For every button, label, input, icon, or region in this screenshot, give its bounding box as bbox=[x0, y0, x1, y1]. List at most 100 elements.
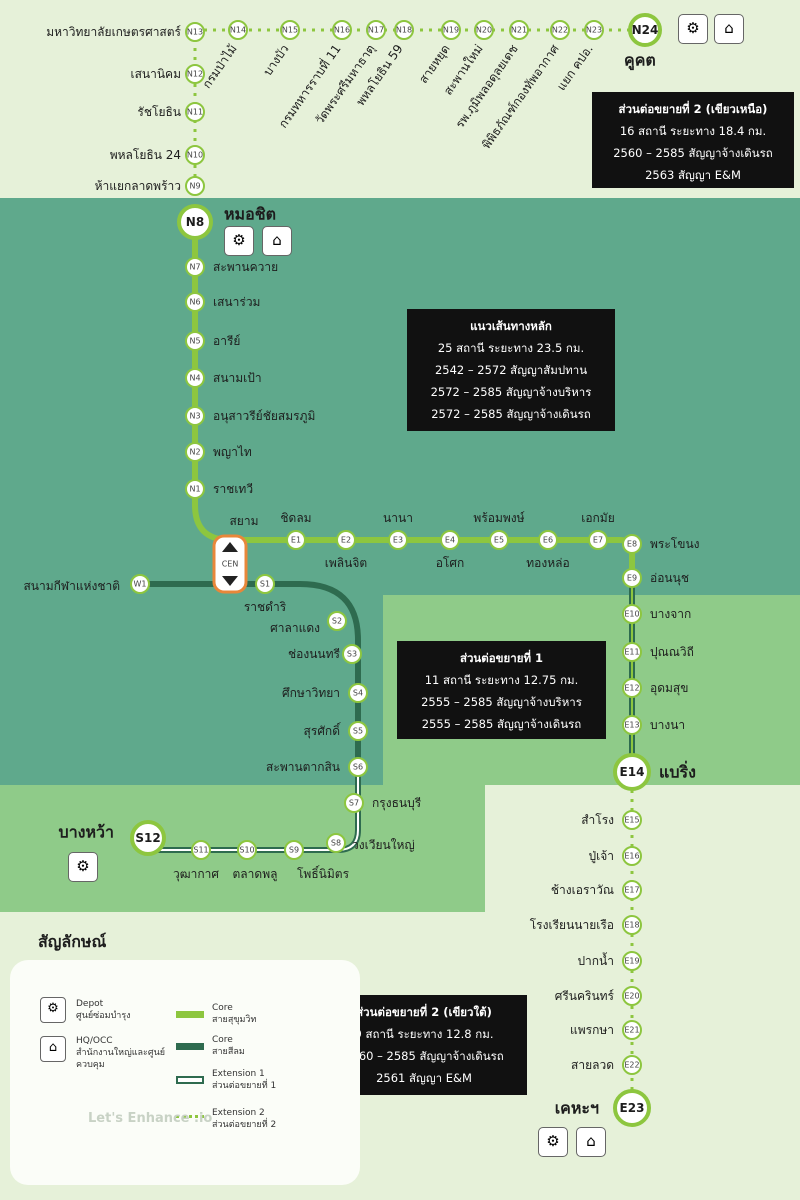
station-marker bbox=[388, 530, 408, 550]
legend-item-th: สำนักงานใหญ่และศูนย์ควบคุม bbox=[76, 1048, 166, 1070]
station-name: สะพานตากสิน bbox=[266, 760, 340, 774]
station-code: S7 bbox=[349, 799, 359, 808]
terminus-bang-wa-code: S12 bbox=[135, 831, 160, 845]
station-name: กรุงธนบุรี bbox=[372, 796, 422, 811]
station-code: E8 bbox=[627, 540, 637, 549]
station-code: N10 bbox=[187, 151, 203, 160]
depot-icon: ⚙ bbox=[68, 852, 98, 882]
station-code: E15 bbox=[624, 816, 639, 825]
station-marker bbox=[489, 530, 509, 550]
station-name: สะพานควาย bbox=[213, 260, 278, 274]
station-marker bbox=[550, 20, 570, 40]
info-box-line: 2555 – 2585 สัญญาจ้างบริหาร bbox=[421, 695, 582, 709]
terminus-bearing-marker bbox=[613, 753, 651, 791]
station-name: พญาไท bbox=[213, 445, 252, 459]
legend-item-th: สายสุขุมวิท bbox=[212, 1015, 257, 1025]
station-marker bbox=[332, 20, 352, 40]
station-marker bbox=[185, 368, 205, 388]
info-box-line: 25 สถานี ระยะทาง 23.5 กม. bbox=[437, 341, 585, 355]
station-name: ปากน้ำ bbox=[577, 952, 614, 968]
siam-interchange-marker bbox=[212, 534, 248, 594]
info-box-title: ส่วนต่อขยายที่ 2 (เขียวใต้) bbox=[356, 1005, 492, 1019]
station-code: N5 bbox=[189, 337, 200, 346]
station-code: S11 bbox=[193, 846, 208, 855]
station-marker bbox=[622, 951, 642, 971]
legend-item-extension2: Extension 2 ส่วนต่อขยายที่ 2 bbox=[212, 1107, 276, 1131]
station-marker bbox=[622, 810, 642, 830]
siam-interchange-name: สยาม bbox=[229, 514, 258, 528]
legend-item-en: Depot bbox=[76, 999, 104, 1009]
legend-item-sukhumvit: Core สายสุขุมวิท bbox=[212, 1002, 256, 1026]
station-name: ศาลาแดง bbox=[270, 621, 320, 635]
station-code: S8 bbox=[331, 839, 341, 848]
station-marker bbox=[185, 22, 205, 42]
terminus-mo-chit-code: N8 bbox=[186, 215, 204, 229]
terminus-bearing-name: แบริ่ง bbox=[659, 761, 696, 782]
depot-icon: ⚙ bbox=[678, 14, 708, 44]
terminus-bearing-code: E14 bbox=[620, 765, 645, 779]
station-marker bbox=[327, 611, 347, 631]
info-box-line: 16 สถานี ระยะทาง 18.4 กม. bbox=[619, 124, 767, 138]
station-marker bbox=[622, 678, 642, 698]
station-code: N18 bbox=[396, 26, 412, 35]
station-marker bbox=[348, 721, 368, 741]
station-marker bbox=[185, 145, 205, 165]
legend-item-th: สายสีลม bbox=[212, 1047, 245, 1057]
station-code: E16 bbox=[624, 852, 639, 861]
station-code: N23 bbox=[586, 26, 602, 35]
station-marker bbox=[622, 642, 642, 662]
station-code: E1 bbox=[291, 536, 301, 545]
terminus-khu-khot-marker bbox=[628, 13, 662, 47]
station-marker bbox=[185, 292, 205, 312]
legend-item-en: Core bbox=[212, 1003, 233, 1013]
station-code: S2 bbox=[332, 617, 342, 626]
station-code: N11 bbox=[187, 108, 203, 117]
legend-item-en: Extension 2 bbox=[212, 1108, 265, 1118]
legend-item-th: ส่วนต่อขยายที่ 1 bbox=[212, 1081, 277, 1091]
station-name: สำโรง bbox=[581, 813, 614, 827]
station-marker bbox=[191, 840, 211, 860]
hq-icon: ⌂ bbox=[714, 14, 744, 44]
station-name: รัชโยธิน bbox=[137, 105, 181, 119]
station-name: ทองหล่อ bbox=[526, 556, 569, 570]
extension1-swatch bbox=[176, 1076, 204, 1084]
info-box-north-extension: ส่วนต่อขยายที่ 2 (เขียวเหนือ) 16 สถานี ร… bbox=[592, 92, 794, 188]
station-marker bbox=[538, 530, 558, 550]
terminus-bang-wa-name: บางหว้า bbox=[59, 823, 114, 842]
terminus-mo-chit-marker bbox=[177, 204, 213, 240]
station-name: เสนาร่วม bbox=[213, 295, 260, 309]
siam-interchange-up-arrow bbox=[222, 542, 238, 552]
station-code: E20 bbox=[624, 992, 639, 1001]
station-code: E10 bbox=[624, 610, 639, 619]
station-code: N9 bbox=[189, 182, 200, 191]
station-name: มหาวิทยาลัยเกษตรศาสตร์ bbox=[46, 25, 181, 39]
station-name: บางจาก bbox=[650, 607, 691, 621]
station-code: N6 bbox=[189, 298, 200, 307]
station-name: สายลวด bbox=[571, 1058, 614, 1072]
station-marker bbox=[366, 20, 386, 40]
station-marker bbox=[284, 840, 304, 860]
terminus-khu-khot-name: คูคต bbox=[624, 51, 656, 72]
hq-icon: ⌂ bbox=[262, 226, 292, 256]
sukhumvit-line-swatch bbox=[176, 1011, 204, 1018]
station-name: ช้างเอราวัณ bbox=[551, 883, 614, 897]
info-box-line: 2561 สัญญา E&M bbox=[376, 1071, 472, 1085]
terminus-kheha-marker bbox=[613, 1089, 651, 1127]
terminus-bang-wa-marker bbox=[130, 820, 166, 856]
station-code: N1 bbox=[189, 485, 200, 494]
station-marker bbox=[588, 530, 608, 550]
station-code: S3 bbox=[347, 650, 357, 659]
station-code: E22 bbox=[624, 1061, 639, 1070]
station-marker bbox=[622, 568, 642, 588]
legend bbox=[10, 960, 360, 1185]
terminus-mo-chit-name: หมอชิต bbox=[224, 205, 276, 224]
legend-item-en: Core bbox=[212, 1035, 233, 1045]
station-name: วุฒากาศ bbox=[173, 867, 219, 882]
station-marker bbox=[185, 176, 205, 196]
station-marker bbox=[185, 102, 205, 122]
station-marker bbox=[185, 257, 205, 277]
station-code: E13 bbox=[624, 721, 639, 730]
station-marker bbox=[237, 840, 257, 860]
station-marker bbox=[622, 1020, 642, 1040]
station-marker bbox=[509, 20, 529, 40]
